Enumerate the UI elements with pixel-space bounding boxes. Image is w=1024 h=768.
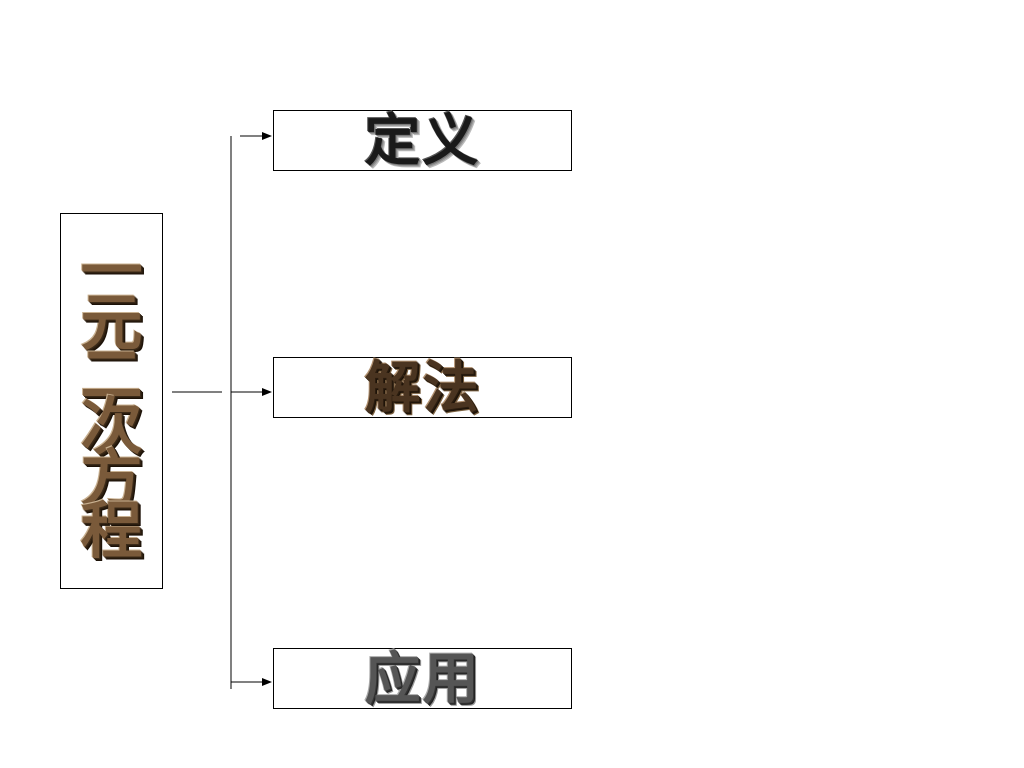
branch-node-definition: 定义: [273, 110, 572, 171]
branch-node-application: 应用: [273, 648, 572, 709]
branch-label-definition: 定义: [364, 107, 481, 174]
root-node-box: 一 元 二 次 方 程: [60, 213, 163, 589]
root-label-char: 元: [80, 286, 143, 359]
root-label-char: 程: [80, 494, 143, 567]
root-label-char: 方: [80, 442, 143, 515]
root-label-char: 次: [80, 390, 143, 463]
root-node-label: 一 元 二 次 方 程: [80, 234, 143, 567]
branch-node-solution: 解法: [273, 357, 572, 418]
root-label-char: 二: [80, 338, 143, 411]
root-label-char: 一: [80, 234, 143, 307]
branch-label-application: 应用: [364, 645, 481, 712]
branch-label-solution: 解法: [364, 354, 481, 421]
